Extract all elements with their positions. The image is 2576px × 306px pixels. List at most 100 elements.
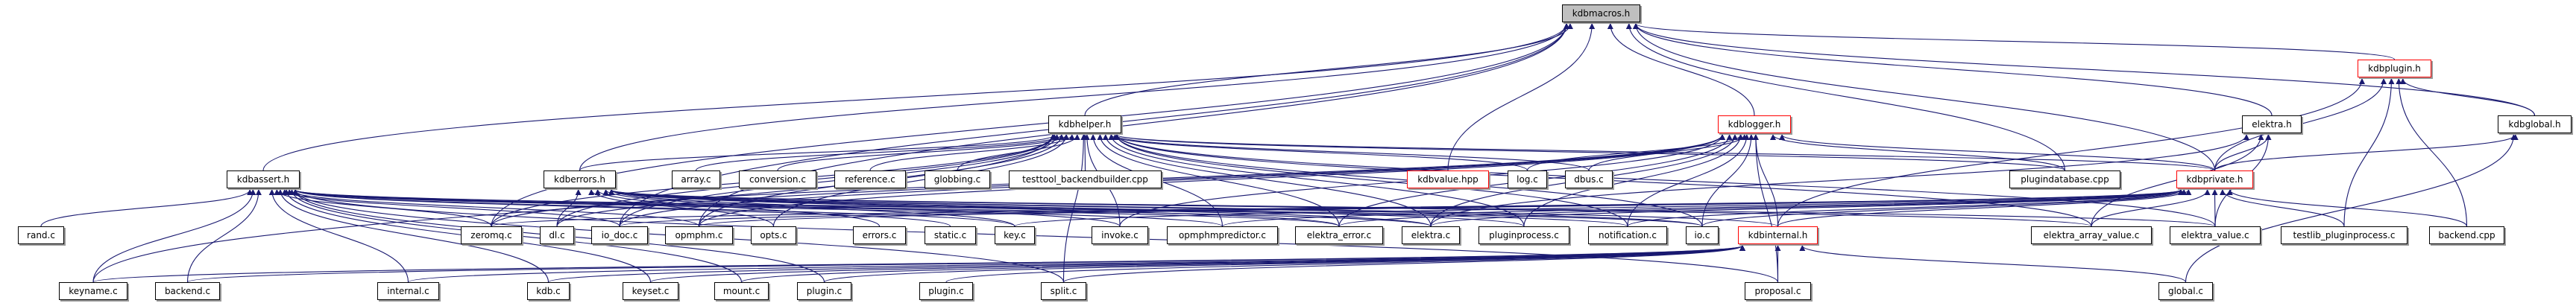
- edge-plugin_c2-to-internal_h: [945, 245, 1745, 283]
- edge-dbus-to-logger: [1588, 134, 1748, 171]
- edge-testlib-to-private: [2219, 189, 2345, 227]
- node-log-c[interactable]: log.c: [1508, 170, 1547, 188]
- edge-opmphm-to-macros: [698, 23, 1569, 227]
- edge-value_hpp-to-macros: [1447, 23, 1596, 171]
- node-kdbmacros-h[interactable]: kdbmacros.h: [1562, 4, 1640, 22]
- edge-private-to-global_h: [2214, 134, 2519, 171]
- edge-predictor-to-assert: [292, 189, 1224, 227]
- node-global-c[interactable]: global.c: [2158, 282, 2213, 300]
- node-io-doc-c[interactable]: io_doc.c: [591, 226, 648, 244]
- node-reference-c[interactable]: reference.c: [834, 170, 906, 188]
- node-kdbplugin-h[interactable]: kdbplugin.h: [2358, 60, 2431, 77]
- edge-plugindatabase-to-helper: [1114, 134, 2066, 171]
- edge-io-to-private: [1701, 189, 2188, 227]
- node-keyset-c[interactable]: keyset.c: [623, 282, 678, 300]
- node-dbus-c[interactable]: dbus.c: [1565, 170, 1613, 188]
- edge-plugin_h-to-macros: [1633, 23, 2396, 60]
- edge-key-to-private: [1014, 189, 2184, 227]
- edge-rand-to-assert: [40, 189, 253, 227]
- edge-log-to-logger: [1526, 134, 1744, 171]
- edge-global_h-to-macros: [1633, 23, 2536, 116]
- edge-backend_cpp-to-private: [2226, 189, 2468, 227]
- edge-conversion-to-helper: [777, 134, 1070, 171]
- edge-private-to-logger: [1779, 134, 2216, 171]
- node-opmphmpredictor-c[interactable]: opmphmpredictor.c: [1167, 226, 1278, 244]
- edge-elektra_c-to-private: [1430, 189, 2184, 227]
- node-conversion-c[interactable]: conversion.c: [739, 170, 816, 188]
- node-globbing-c[interactable]: globbing.c: [925, 170, 990, 188]
- edge-keyname-to-helper: [92, 134, 1056, 283]
- edge-internal_c-to-internal_h: [407, 245, 1745, 283]
- edge-notification-to-helper: [1114, 134, 1628, 227]
- node-kdbinternal-h[interactable]: kdbinternal.h: [1738, 226, 1818, 244]
- node-elektra-array-value-c[interactable]: elektra_array_value.c: [2031, 226, 2152, 244]
- node-kdbvalue-hpp[interactable]: kdbvalue.hpp: [1407, 170, 1489, 188]
- node-keyname-c[interactable]: keyname.c: [59, 282, 127, 300]
- node-dl-c[interactable]: dl.c: [540, 226, 574, 244]
- edge-internal_h-to-private: [1777, 189, 2192, 227]
- node-kdblogger-h[interactable]: kdblogger.h: [1718, 115, 1791, 133]
- node-elektra-value-c[interactable]: elektra_value.c: [2170, 226, 2261, 244]
- node-mount-c[interactable]: mount.c: [714, 282, 769, 300]
- node-opmphm-c[interactable]: opmphm.c: [665, 226, 733, 244]
- node-opts-c[interactable]: opts.c: [751, 226, 796, 244]
- edge-plugin_c1-to-internal_h: [823, 245, 1745, 283]
- node-kdbhelper-h[interactable]: kdbhelper.h: [1048, 115, 1121, 133]
- node-rand-c[interactable]: rand.c: [18, 226, 64, 244]
- node-testtool-backendbuilder-cpp[interactable]: testtool_backendbuilder.cpp: [1009, 170, 1162, 188]
- node-kdbprivate-h[interactable]: kdbprivate.h: [2176, 170, 2253, 188]
- node-elektra-c[interactable]: elektra.c: [1402, 226, 1460, 244]
- node-io-c[interactable]: io.c: [1686, 226, 1719, 244]
- node-plugin-c[interactable]: plugin.c: [797, 282, 851, 300]
- node-kdberrors-h[interactable]: kdberrors.h: [544, 170, 616, 188]
- edge-internal_c-to-assert: [268, 189, 409, 283]
- node-internal-c[interactable]: internal.c: [377, 282, 439, 300]
- edge-key-to-assert: [292, 189, 1015, 227]
- edge-helper-to-macros: [1084, 23, 1573, 116]
- edge-plugindatabase-to-logger: [1770, 134, 2066, 171]
- node-notification-c[interactable]: notification.c: [1588, 226, 1667, 244]
- node-invoke-c[interactable]: invoke.c: [1092, 226, 1148, 244]
- edge-opmphm-to-assert: [286, 189, 700, 227]
- edge-opts-to-helper: [772, 134, 1069, 227]
- edge-elektra_c-to-errors_h: [608, 189, 1432, 227]
- edge-keyname-to-assert: [92, 189, 256, 283]
- node-static-c[interactable]: static.c: [925, 226, 976, 244]
- edge-invoke-to-errors_h: [608, 189, 1121, 227]
- edge-io-to-logger: [1701, 134, 1754, 227]
- edge-proposal-to-assert: [292, 189, 1779, 283]
- node-backend-cpp[interactable]: backend.cpp: [2429, 226, 2504, 244]
- edge-notification-to-private: [1627, 189, 2184, 227]
- edge-dbus-to-helper: [1112, 134, 1590, 171]
- node-backend-c[interactable]: backend.c: [155, 282, 220, 300]
- node-plugin-c-2[interactable]: plugin.c: [919, 282, 973, 300]
- node-kdbassert-h[interactable]: kdbassert.h: [227, 170, 300, 188]
- node-elektra-error-c[interactable]: elektra_error.c: [1295, 226, 1383, 244]
- edge-logger-to-macros: [1607, 23, 1755, 116]
- node-zeromq-c[interactable]: zeromq.c: [461, 226, 522, 244]
- edge-errors_c-to-errors_h: [594, 189, 881, 227]
- node-key-c[interactable]: key.c: [995, 226, 1035, 244]
- node-errors-c[interactable]: errors.c: [853, 226, 906, 244]
- edge-io_doc-to-assert: [281, 189, 620, 227]
- edge-io-to-assert: [292, 189, 1703, 227]
- node-elektra-h[interactable]: elektra.h: [2242, 115, 2302, 133]
- edge-internal_h-to-plugin_h: [1777, 78, 2365, 227]
- node-proposal-c[interactable]: proposal.c: [1745, 282, 1811, 300]
- node-split-c[interactable]: split.c: [1041, 282, 1086, 300]
- edge-key-to-errors_h: [602, 189, 1015, 227]
- node-pluginprocess-c[interactable]: pluginprocess.c: [1478, 226, 1569, 244]
- edge-errors_h-to-helper: [579, 134, 1058, 171]
- edge-proposal-to-logger: [1752, 134, 1779, 283]
- edge-backend_cpp-to-plugin_h: [2396, 78, 2468, 227]
- node-plugindatabase-cpp[interactable]: plugindatabase.cpp: [2009, 170, 2120, 188]
- edge-elektra_error-to-errors_h: [608, 189, 1340, 227]
- node-testlib-pluginprocess-c[interactable]: testlib_pluginprocess.c: [2281, 226, 2407, 244]
- edge-backend_c-to-assert: [186, 189, 262, 283]
- node-kdb-c[interactable]: kdb.c: [527, 282, 570, 300]
- edge-private-to-macros: [1633, 23, 2216, 171]
- node-array-c[interactable]: array.c: [672, 170, 720, 188]
- edge-keyset-to-internal_h: [649, 245, 1745, 283]
- node-kdbglobal-h[interactable]: kdbglobal.h: [2498, 115, 2572, 133]
- edge-internal_h-to-errors_h: [608, 189, 1779, 227]
